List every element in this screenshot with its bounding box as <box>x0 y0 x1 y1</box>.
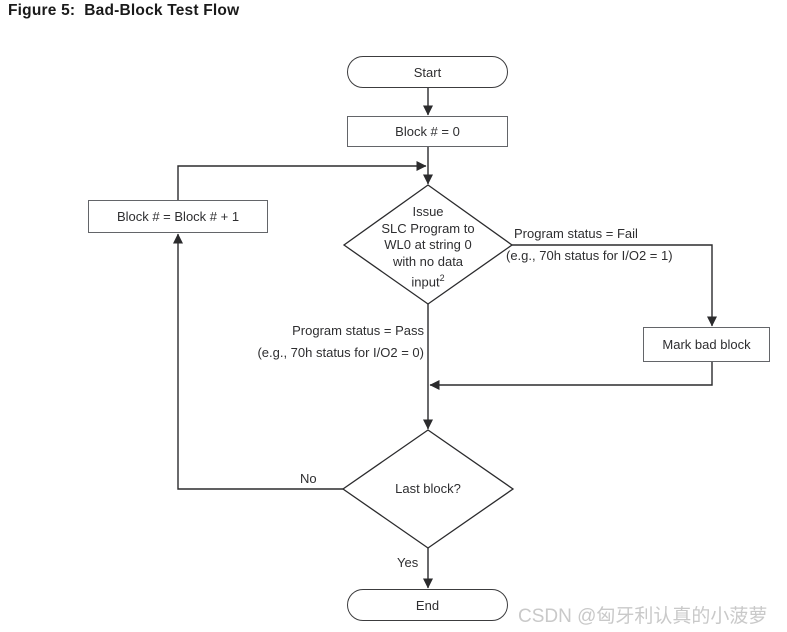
decision-diamond-issue-program <box>342 184 514 305</box>
last-block-node-text: Last block? <box>358 481 498 498</box>
no-branch-label: No <box>300 471 317 486</box>
increment-block-label: Block # = Block # + 1 <box>116 209 240 224</box>
issue-program-line1: Issue <box>412 204 444 219</box>
increment-block-node: Block # = Block # + 1 <box>88 200 268 233</box>
pass-branch-label-line2: (e.g., 70h status for I/O2 = 0) <box>257 345 424 360</box>
fail-branch-label-line2: (e.g., 70h status for I/O2 = 1) <box>506 248 673 263</box>
edge-increment-to-issue <box>177 161 427 200</box>
block-zero-node: Block # = 0 <box>347 116 508 147</box>
issue-program-line4: with no data <box>392 253 464 269</box>
figure-title: Figure 5: Bad-Block Test Flow <box>8 2 240 19</box>
edge-no-to-increment <box>173 233 343 490</box>
yes-branch-label: Yes <box>397 555 419 570</box>
mark-bad-block-node: Mark bad block <box>643 327 770 362</box>
footnote-superscript: 2 <box>439 273 445 283</box>
end-node-label: End <box>415 597 440 613</box>
issue-program-line5: input2 <box>411 273 445 290</box>
issue-program-node-text: Issue SLC Program to WL0 at string 0 wit… <box>348 204 508 291</box>
watermark: CSDN @匈牙利认真的小菠萝 <box>518 606 768 627</box>
edge-markbad-to-mainline <box>429 362 713 390</box>
issue-program-line3: WL0 at string 0 <box>384 237 472 252</box>
start-node-label: Start <box>413 64 442 80</box>
end-node: End <box>347 589 508 621</box>
last-block-label: Last block? <box>395 481 461 496</box>
pass-branch-label-line1: Program status = Pass <box>292 323 424 338</box>
fail-branch-label-line1: Program status = Fail <box>514 226 638 241</box>
decision-diamond-last-block <box>341 429 515 549</box>
edge-fail-to-markbad <box>512 244 717 327</box>
mark-bad-block-label: Mark bad block <box>662 337 751 352</box>
start-node: Start <box>347 56 508 88</box>
issue-program-line2: SLC Program to <box>381 220 475 236</box>
block-zero-label: Block # = 0 <box>395 124 460 139</box>
